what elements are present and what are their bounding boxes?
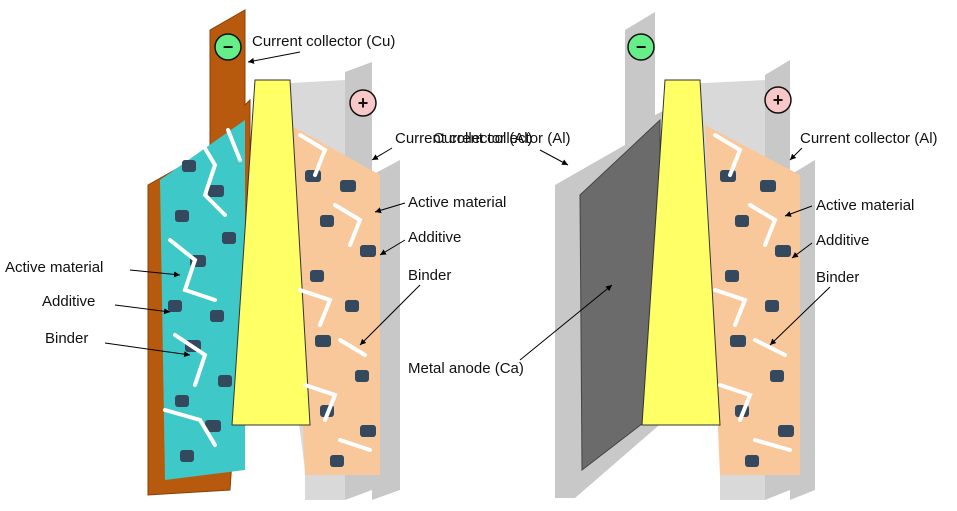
binder-lines-cathode-left [298,133,372,452]
label-current-collector-al-anode: Current collector (Al) [433,130,571,147]
separator-right [641,79,721,426]
label-additive-left: Additive [42,293,95,310]
separator [231,79,311,426]
negative-terminal-sign-right: − [636,37,647,57]
label-current-collector-al-cathode: Current collector (Al) [800,130,938,147]
positive-terminal-circle-right [764,86,792,114]
right-cell: − + Current collector (Al) Current colle… [408,12,938,500]
label-additive-right: Additive [408,229,461,246]
positive-terminal-sign: + [358,93,369,113]
label-active-material-left: Active material [5,259,103,276]
label-active-material-right-cell: Active material [816,197,914,214]
left-cell: − + Current collector (Cu) Current colle… [5,9,533,500]
label-metal-anode: Metal anode (Ca) [408,360,524,377]
label-active-material-right: Active material [408,194,506,211]
label-additive-right-cell: Additive [816,232,869,249]
label-binder-right: Binder [408,267,451,284]
binder-lines-anode [163,128,242,447]
additive-particles-cathode-right [720,170,794,467]
label-binder-left: Binder [45,330,88,347]
negative-terminal-circle-right [627,33,655,61]
label-binder-right-cell: Binder [816,269,859,286]
label-current-collector-al-left: Current collector (Al) [395,130,533,147]
binder-lines-cathode-right [713,133,792,452]
positive-terminal-circle [349,89,377,117]
positive-terminal-sign-right: + [773,90,784,110]
negative-terminal-sign: − [223,37,234,57]
label-current-collector-cu: Current collector (Cu) [252,33,395,50]
negative-terminal-circle [214,33,242,61]
